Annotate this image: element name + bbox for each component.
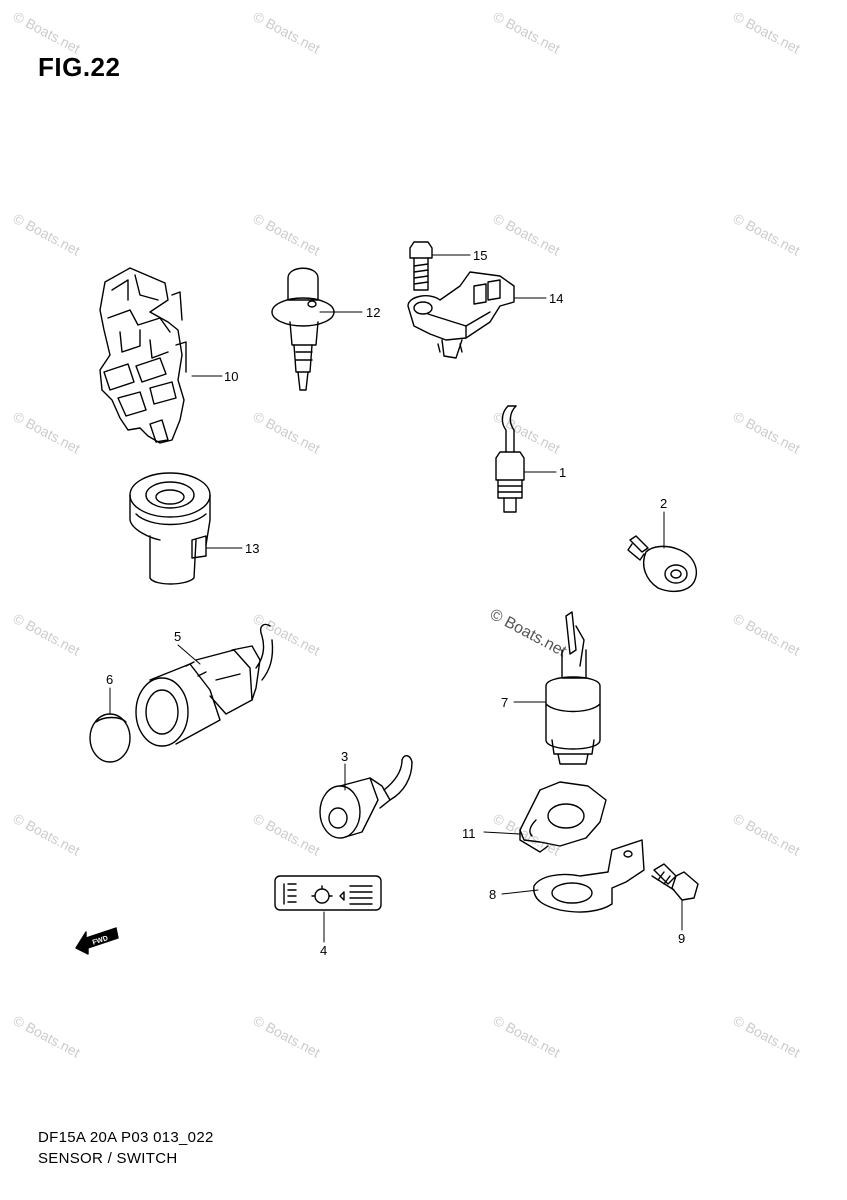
callout-6: 6 [106,672,113,687]
callout-5: 5 [174,629,181,644]
callout-4: 4 [320,943,327,958]
part-6-cap[interactable] [89,713,131,763]
callout-13: 13 [245,541,259,556]
part-12-sensor[interactable] [271,267,335,391]
part-4-label[interactable] [274,875,382,911]
callout-12: 12 [366,305,380,320]
part-14-map-sensor[interactable] [407,271,515,359]
part-11-bracket[interactable] [519,781,607,853]
callout-2: 2 [660,496,667,511]
callout-7: 7 [501,695,508,710]
part-15-bolt[interactable] [409,241,433,291]
part-5-sensor[interactable] [135,623,274,747]
part-10-bracket[interactable] [99,267,187,444]
part-2-switch[interactable] [627,535,698,593]
fwd-arrow-icon: FWD [75,927,119,955]
leader-lines [109,254,683,943]
footer-code: DF15A 20A P03 013_022 [38,1129,214,1146]
part-9-bolt[interactable] [651,863,699,901]
callout-1: 1 [559,465,566,480]
callout-10: 10 [224,369,238,384]
callout-3: 3 [341,749,348,764]
part-13-housing[interactable] [129,472,211,585]
callout-14: 14 [549,291,563,306]
part-1-sensor[interactable] [495,405,525,513]
figure-title: FIG.22 [38,52,121,82]
footer-description: SENSOR / SWITCH [38,1150,178,1167]
fwd-label: FWD [92,935,109,947]
callout-11: 11 [462,826,476,841]
callout-8: 8 [489,887,496,902]
callout-15: 15 [473,248,487,263]
part-8-plate[interactable] [533,839,645,913]
part-7-switch[interactable] [545,611,601,765]
callout-labels: 10 12 15 14 1 2 13 5 6 7 3 4 11 8 9 [106,248,685,958]
callout-9: 9 [678,931,685,946]
part-3-sensor[interactable] [319,755,413,839]
